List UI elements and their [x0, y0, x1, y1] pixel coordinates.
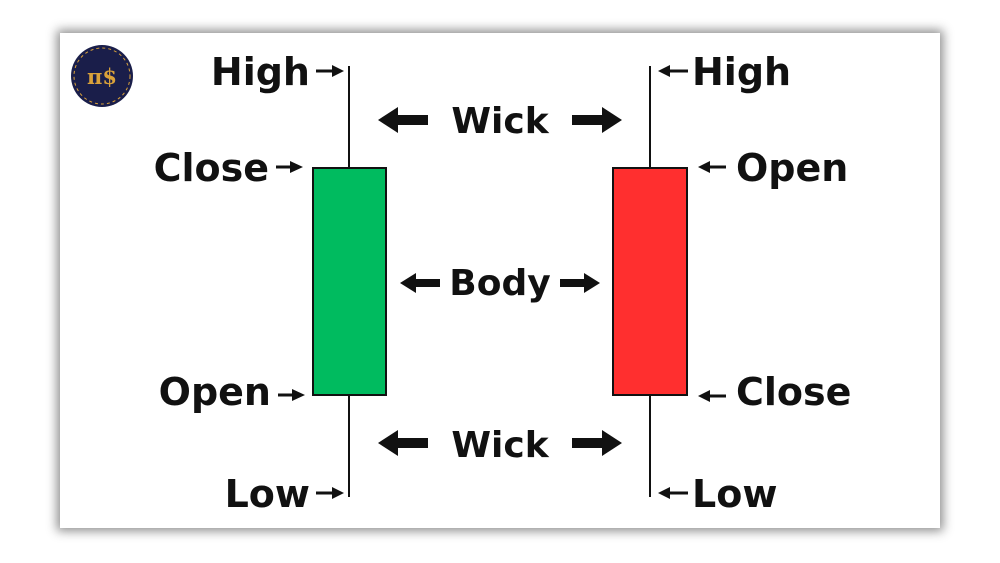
- bearish-open-arrow-icon: [698, 161, 726, 173]
- body-left-arrow-icon: [400, 273, 440, 293]
- wick-top-right-arrow-icon: [572, 107, 622, 133]
- bullish-close-label: Close: [154, 146, 269, 190]
- diagram-card: π$ High Close Open Low High: [60, 33, 940, 528]
- bearish-low-label: Low: [692, 472, 777, 516]
- bearish-close-label: Close: [736, 370, 851, 414]
- bearish-close-arrow-icon: [698, 390, 726, 402]
- logo-ring: [73, 47, 131, 105]
- bearish-high-arrow-icon: [658, 65, 688, 77]
- bearish-candle: [612, 66, 688, 497]
- candlestick-diagram: π$ High Close Open Low High: [71, 45, 851, 516]
- logo-text: π$: [87, 64, 117, 89]
- body-right-arrow-icon: [560, 273, 600, 293]
- wick-top-label: Wick: [451, 101, 549, 142]
- bullish-close-arrow-icon: [276, 161, 303, 173]
- bullish-body: [312, 167, 387, 396]
- wick-bottom-label: Wick: [451, 425, 549, 466]
- logo-badge: [71, 45, 133, 107]
- bullish-high-label: High: [211, 50, 310, 94]
- wick-bottom-right-arrow-icon: [572, 430, 622, 456]
- bullish-open-arrow-icon: [278, 389, 305, 401]
- bullish-high-arrow-icon: [316, 65, 344, 77]
- body-label: Body: [449, 263, 550, 304]
- bearish-high-label: High: [692, 50, 791, 94]
- bearish-open-label: Open: [736, 146, 848, 190]
- wick-top-left-arrow-icon: [378, 107, 428, 133]
- wick-bottom-left-arrow-icon: [378, 430, 428, 456]
- bullish-low-label: Low: [225, 472, 310, 516]
- bullish-open-label: Open: [159, 370, 271, 414]
- bullish-low-arrow-icon: [316, 487, 344, 499]
- logo: π$: [71, 45, 133, 107]
- bearish-low-arrow-icon: [658, 487, 688, 499]
- bearish-body: [612, 167, 688, 396]
- bullish-candle: [312, 66, 387, 497]
